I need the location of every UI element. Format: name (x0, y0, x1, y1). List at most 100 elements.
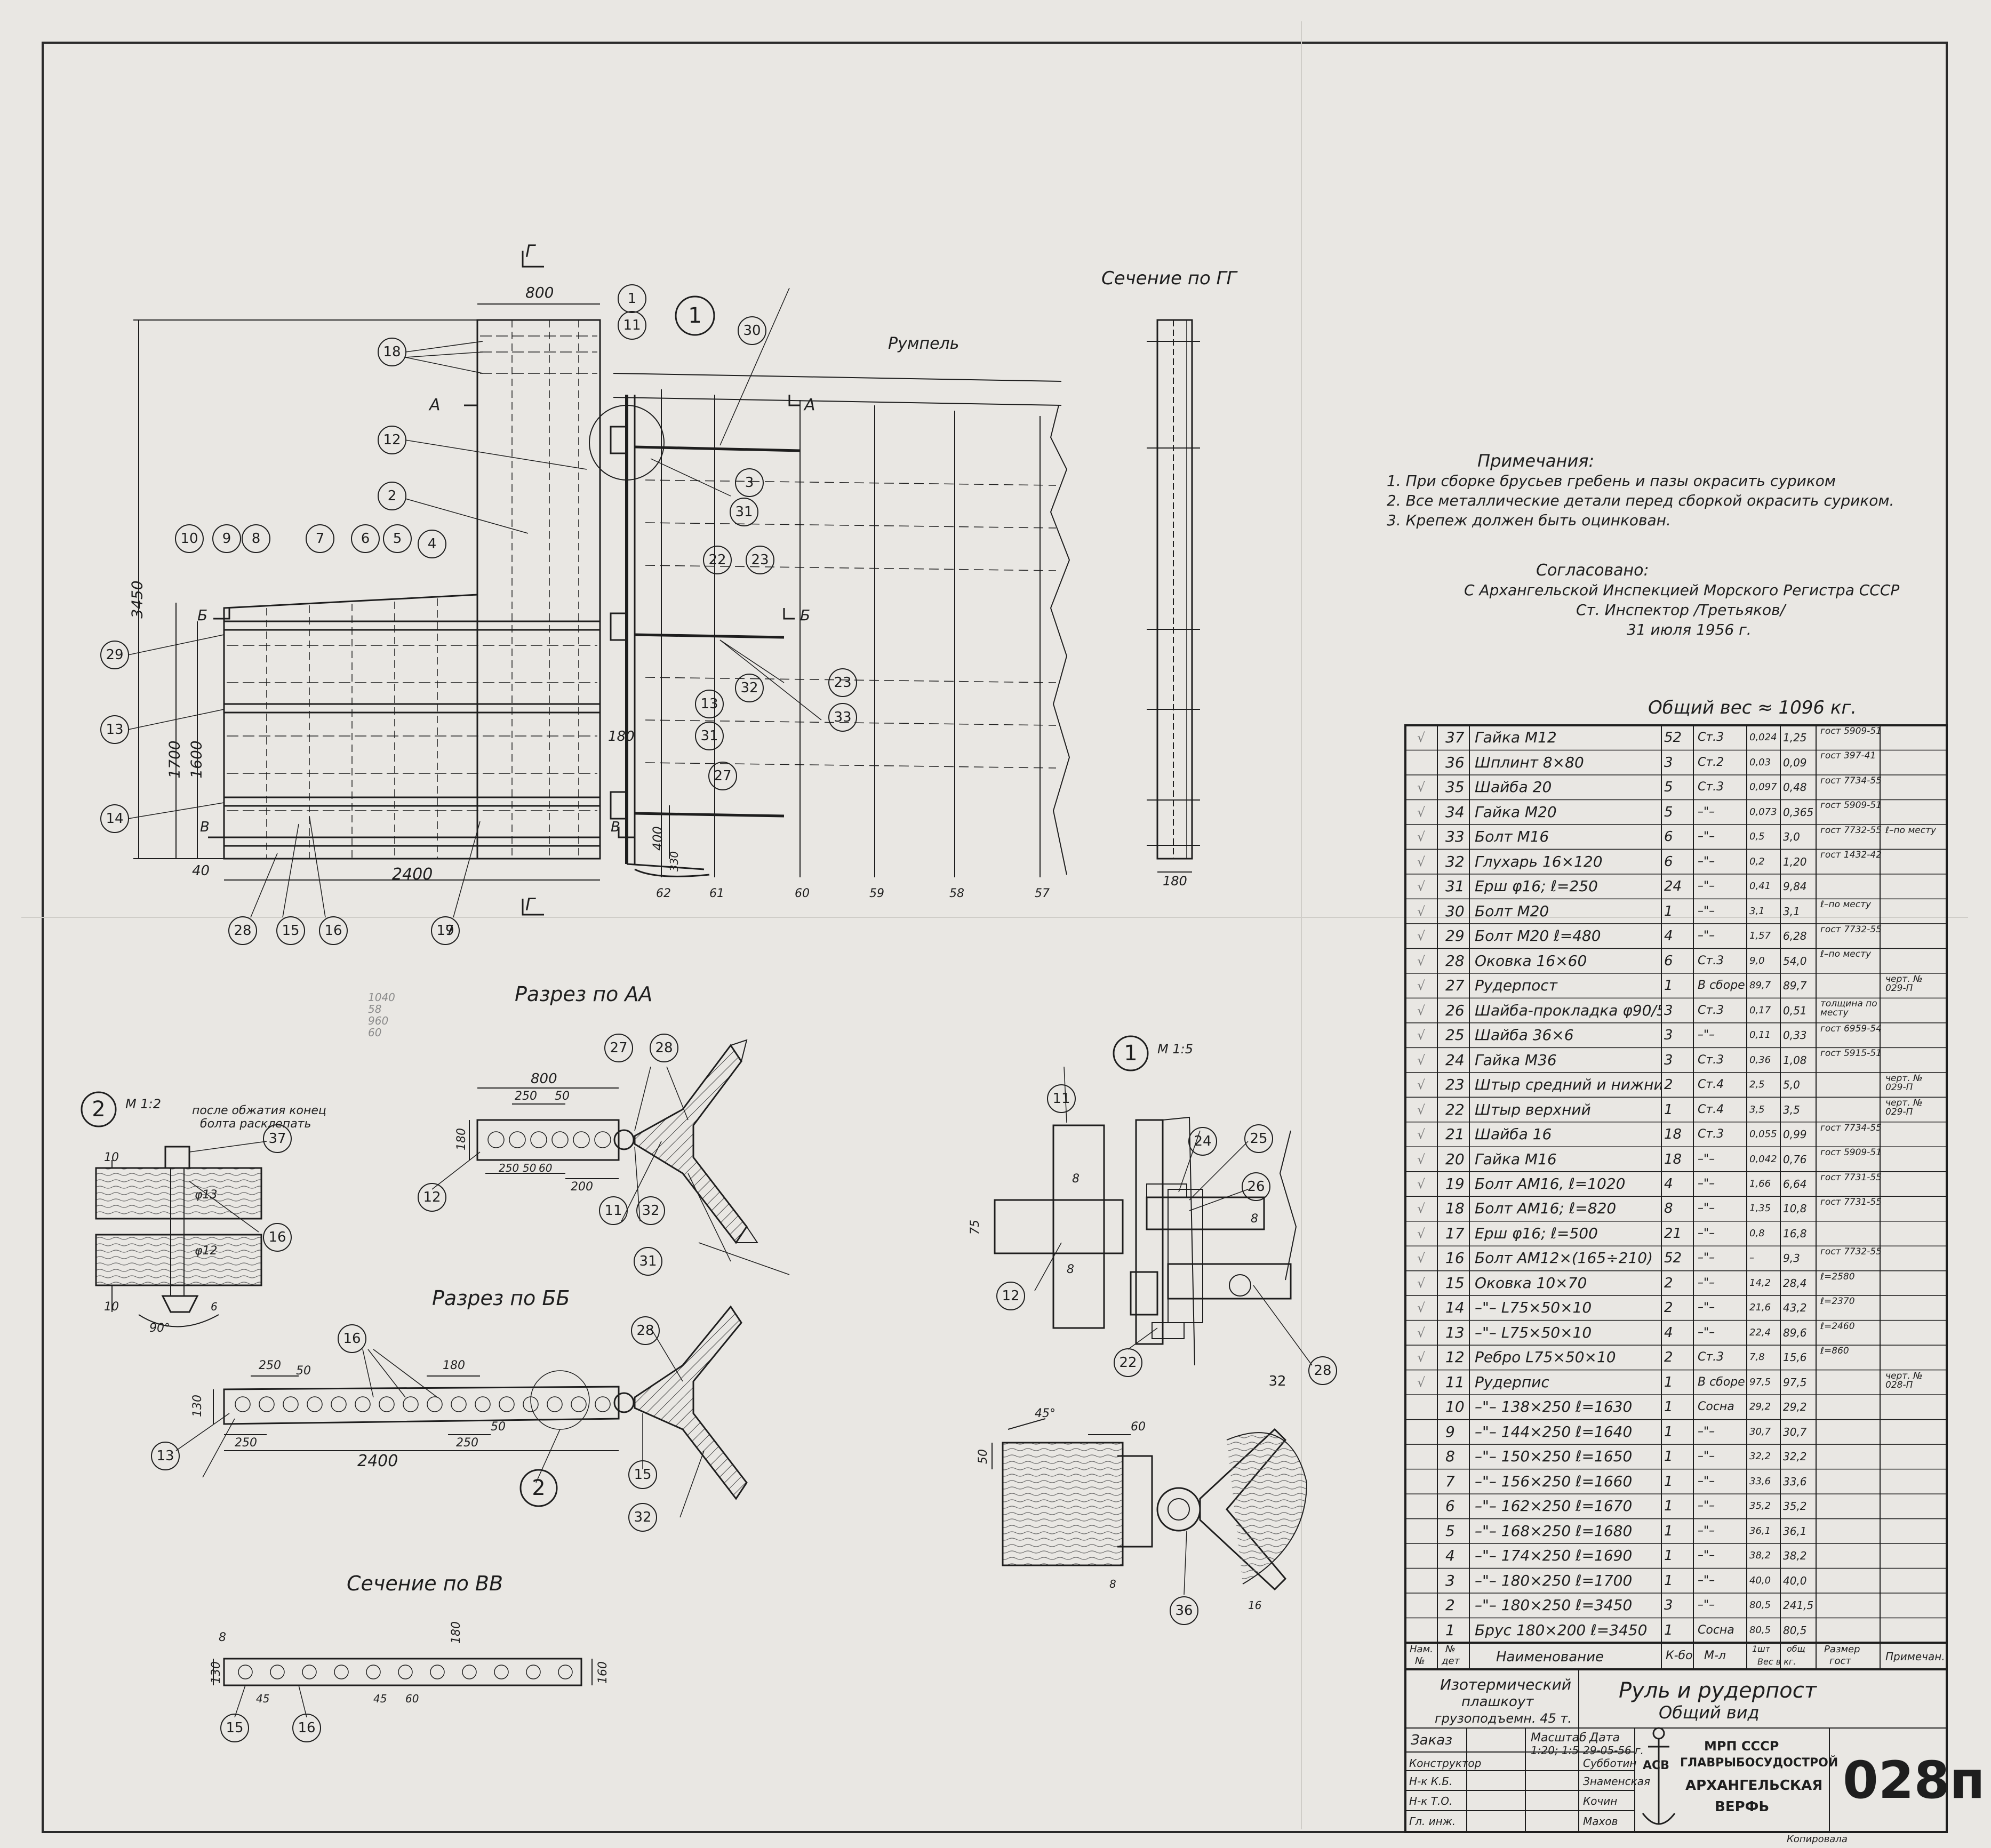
bom-name: Гайка М20 (1475, 804, 1557, 820)
main-balloon-11: 5 (393, 531, 402, 547)
section-bb-dim-2: 130 (191, 1395, 204, 1417)
bom-check: √ (1417, 1301, 1426, 1315)
bom-size: ℓ=2370 (1820, 1297, 1855, 1307)
bom-material: Ст.2 (1698, 756, 1724, 769)
bom-pos-number: 36 (1445, 755, 1465, 770)
bom-qty: 1 (1664, 1573, 1673, 1588)
bom-check: √ (1417, 1252, 1426, 1265)
bom-check: √ (1417, 1326, 1426, 1339)
detail-2-dim-5: 6 (211, 1300, 218, 1313)
approval-inspector: Ст. Инспектор /Третьяков/ (1576, 601, 1786, 619)
notes-heading: Примечания: (1477, 451, 1595, 471)
section-bb-dim-3: 250 (235, 1436, 257, 1450)
bom-note: черт. № 029-П (1885, 1074, 1923, 1092)
approval-heading: Согласовано: (1536, 561, 1649, 580)
bom-weight-one: 0,5 (1749, 832, 1765, 842)
scribble-2: 960 (368, 1014, 389, 1027)
section-aa-balloon-0: 27 (610, 1040, 628, 1056)
total-weight: Общий вес ≈ 1096 кг. (1648, 697, 1857, 718)
bom-name: –"– 156×250 ℓ=1660 (1475, 1474, 1633, 1489)
detail-2-dim-2: φ12 (195, 1244, 218, 1258)
bom-weight-one: 0,11 (1749, 1030, 1771, 1041)
approval-org: С Архангельской Инспекцией Морского Реги… (1464, 581, 1900, 599)
bom-check: √ (1417, 1053, 1426, 1067)
bom-note: черт. № 028-П (1885, 1371, 1923, 1390)
section-aa-dim-7: 200 (571, 1180, 593, 1194)
bom-name: Рудерпост (1475, 978, 1557, 994)
main-balloon-9: 7 (315, 531, 325, 547)
detail-2-dim-0: 10 (104, 1151, 119, 1164)
bom-weight-one: 9,0 (1749, 956, 1765, 966)
bom-material: –"– (1698, 1302, 1715, 1314)
bom-weight-total: 0,09 (1783, 757, 1807, 768)
bom-weight-one: 22,4 (1749, 1327, 1771, 1338)
bom-pos-number: 30 (1445, 903, 1465, 919)
main-balloon-13: 3 (745, 475, 754, 491)
detail-ref-1: 1 (688, 303, 702, 328)
vessel-line-1: Изотермический (1440, 1676, 1572, 1693)
main-balloon-17: 29 (106, 647, 124, 663)
main-balloon-16: 23 (751, 552, 769, 568)
main-balloon-5: 2 (387, 488, 397, 504)
cut-label-a-left: А (429, 396, 441, 414)
main-balloon-10: 6 (361, 531, 370, 547)
bom-weight-one: 33,6 (1749, 1476, 1771, 1486)
bom-weight-one: 0,03 (1749, 757, 1771, 767)
bom-check: √ (1417, 1029, 1426, 1042)
name-subbotin: Субботин (1583, 1757, 1637, 1770)
bom-weight-one: 0,055 (1749, 1130, 1777, 1140)
drawing-title-1: Руль и рудерпост (1619, 1678, 1817, 1703)
main-balloon-20: 13 (700, 696, 718, 712)
bom-weight-one: 0,024 (1749, 733, 1777, 743)
bom-weight-one: 0,2 (1749, 857, 1765, 867)
bom-weight-total: 89,7 (1783, 980, 1807, 991)
bom-name: Оковка 16×60 (1475, 953, 1587, 969)
bom-weight-total: 35,2 (1783, 1501, 1807, 1512)
main-balloon-22: 31 (700, 728, 718, 744)
section-bb-balloon-3: 15 (634, 1467, 652, 1483)
main-elevation-view (133, 251, 1070, 916)
rudder-blade-planks (223, 594, 478, 860)
bom-name: Ребро L75×50×10 (1475, 1350, 1616, 1365)
header-det-line1: № (1445, 1645, 1456, 1654)
bom-material: Ст.3 (1698, 1004, 1724, 1017)
section-aa-balloon-5: 31 (639, 1253, 657, 1269)
header-note: Примечан. (1885, 1651, 1945, 1662)
bom-note: ℓ–по месту (1885, 826, 1937, 835)
bom-name: –"– 162×250 ℓ=1670 (1475, 1499, 1633, 1514)
bom-size: гост 7732-55 (1820, 925, 1882, 934)
bom-check: √ (1417, 1227, 1426, 1240)
bom-weight-one: 36,1 (1749, 1526, 1771, 1536)
main-dim-8: 330 (668, 851, 681, 872)
bom-material: –"– (1698, 930, 1715, 942)
section-vv-balloon-0: 15 (226, 1720, 244, 1736)
main-dim-4: 180 (608, 729, 635, 745)
bom-qty: 8 (1664, 1202, 1673, 1216)
rib-number-4: 58 (949, 887, 964, 900)
section-bb-dim-7: 180 (443, 1359, 465, 1372)
bom-name: –"– 180×250 ℓ=1700 (1475, 1573, 1633, 1588)
bom-qty: 1 (1664, 1425, 1673, 1439)
bom-weight-total: 89,6 (1783, 1327, 1807, 1338)
bom-weight-total: 0,365 (1783, 806, 1814, 818)
bom-pos-number: 31 (1445, 879, 1465, 894)
main-dim-5: 40 (192, 863, 210, 879)
section-aa-title: Разрез по АА (515, 982, 653, 1006)
detail-1b-dim-1: 60 (1131, 1420, 1146, 1434)
logo-text: АСВ (1643, 1759, 1669, 1772)
detail-1b-dim-0: 45° (1035, 1407, 1056, 1420)
bom-weight-total: 241,5 (1783, 1600, 1814, 1611)
bom-pos-number: 3 (1445, 1573, 1455, 1588)
bom-pos-number: 7 (1445, 1474, 1455, 1489)
bom-weight-total: 32,2 (1783, 1451, 1807, 1462)
detail-1-dim-2: 8 (1067, 1263, 1074, 1276)
bom-qty: 1 (1664, 1375, 1673, 1389)
bom-name: Болт АМ12×(165÷210) (1475, 1251, 1653, 1266)
